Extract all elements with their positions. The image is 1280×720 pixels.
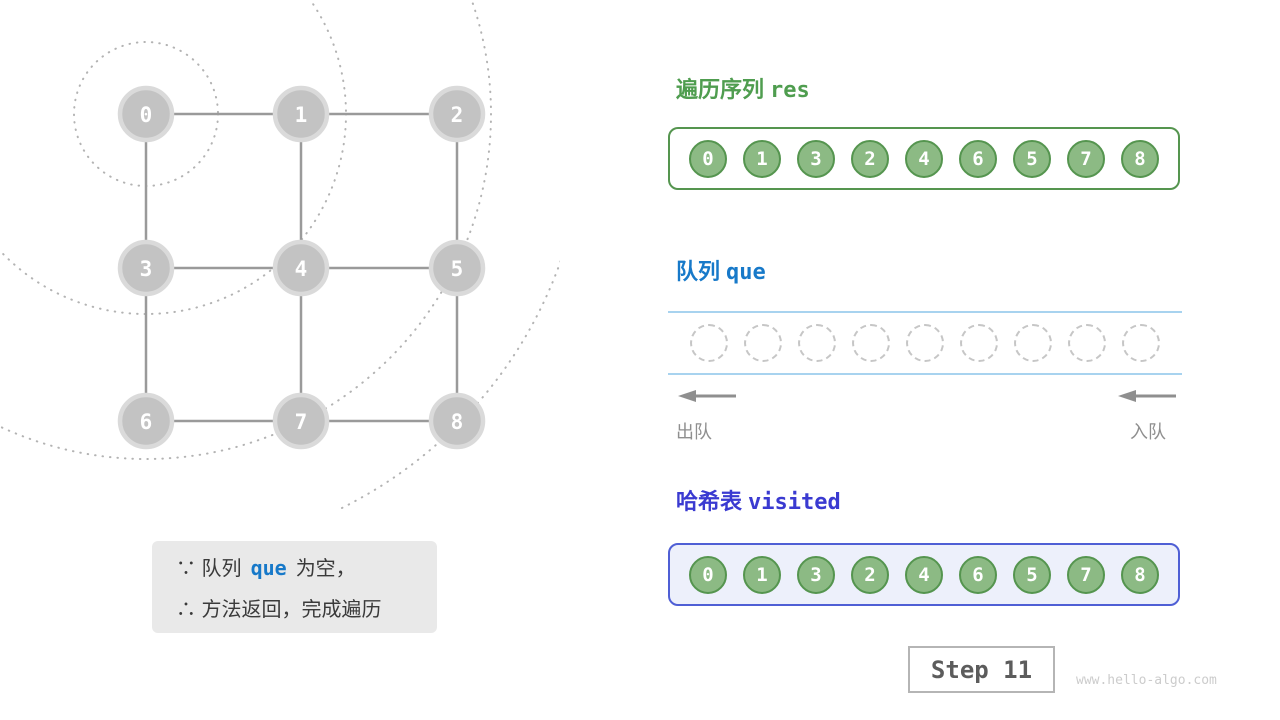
- visited-value-circle: 4: [905, 555, 943, 594]
- res-value-circle: 8: [1121, 139, 1159, 178]
- visited-value-circle: 2: [851, 555, 889, 594]
- graph-node: 0: [117, 85, 175, 143]
- enqueue-label: 入队: [1130, 422, 1166, 442]
- bfs-level-arc: [0, 0, 492, 460]
- queue-empty-slot: [960, 324, 998, 362]
- queue-empty-slot: [798, 324, 836, 362]
- queue-empty-slot: [744, 324, 782, 362]
- svg-text:5: 5: [451, 257, 464, 281]
- res-value-circle: 7: [1067, 139, 1105, 178]
- queue-empty-slot: [906, 324, 944, 362]
- svg-text:8: 8: [451, 410, 464, 434]
- visited-value-circle: 5: [1013, 555, 1051, 594]
- res-value-circle: 6: [959, 139, 997, 178]
- svg-text:0: 0: [140, 103, 153, 127]
- graph-node: 6: [117, 392, 175, 450]
- graph-node: 2: [428, 85, 486, 143]
- res-value-circle: 3: [797, 139, 835, 178]
- graph-node: 5: [428, 239, 486, 297]
- res-value-circle: 2: [851, 139, 889, 178]
- queue-empty-slot: [1068, 324, 1106, 362]
- svg-text:3: 3: [140, 257, 153, 281]
- queue-slots: [668, 313, 1182, 373]
- visited-value-circle: 0: [689, 555, 727, 594]
- step-indicator: Step 11: [908, 646, 1055, 693]
- queue-strip: [668, 311, 1182, 375]
- svg-text:4: 4: [295, 257, 308, 281]
- visited-value-circle: 1: [743, 555, 781, 594]
- visited-value-circle: 8: [1121, 555, 1159, 594]
- svg-text:7: 7: [295, 410, 308, 434]
- res-value-circle: 1: [743, 139, 781, 178]
- enqueue-arrow-icon: [1118, 390, 1176, 402]
- note-code-que: que: [250, 556, 287, 580]
- graph-node: 1: [272, 85, 330, 143]
- graph-node: 7: [272, 392, 330, 450]
- dequeue-label: 出队: [676, 422, 712, 442]
- graph-canvas: 0 1 2 3 4 5 6 7 8: [0, 0, 560, 510]
- res-value-circle: 4: [905, 139, 943, 178]
- queue-empty-slot: [852, 324, 890, 362]
- queue-empty-slot: [1122, 324, 1160, 362]
- svg-text:2: 2: [451, 103, 464, 127]
- queue-empty-slot: [690, 324, 728, 362]
- watermark: www.hello-algo.com: [1076, 673, 1217, 688]
- res-value-circle: 0: [689, 139, 727, 178]
- dequeue-arrow-icon: [678, 390, 736, 402]
- visited-value-circle: 3: [797, 555, 835, 594]
- svg-text:1: 1: [295, 103, 308, 127]
- queue-empty-slot: [1014, 324, 1052, 362]
- graph-node: 3: [117, 239, 175, 297]
- graph-node: 8: [428, 392, 486, 450]
- visited-value-circle: 7: [1067, 555, 1105, 594]
- svg-text:6: 6: [140, 410, 153, 434]
- res-value-circle: 5: [1013, 139, 1051, 178]
- visited-value-circle: 6: [959, 555, 997, 594]
- note-line-2: ∴ 方法返回，完成遍历: [176, 599, 382, 621]
- graph-node: 4: [272, 239, 330, 297]
